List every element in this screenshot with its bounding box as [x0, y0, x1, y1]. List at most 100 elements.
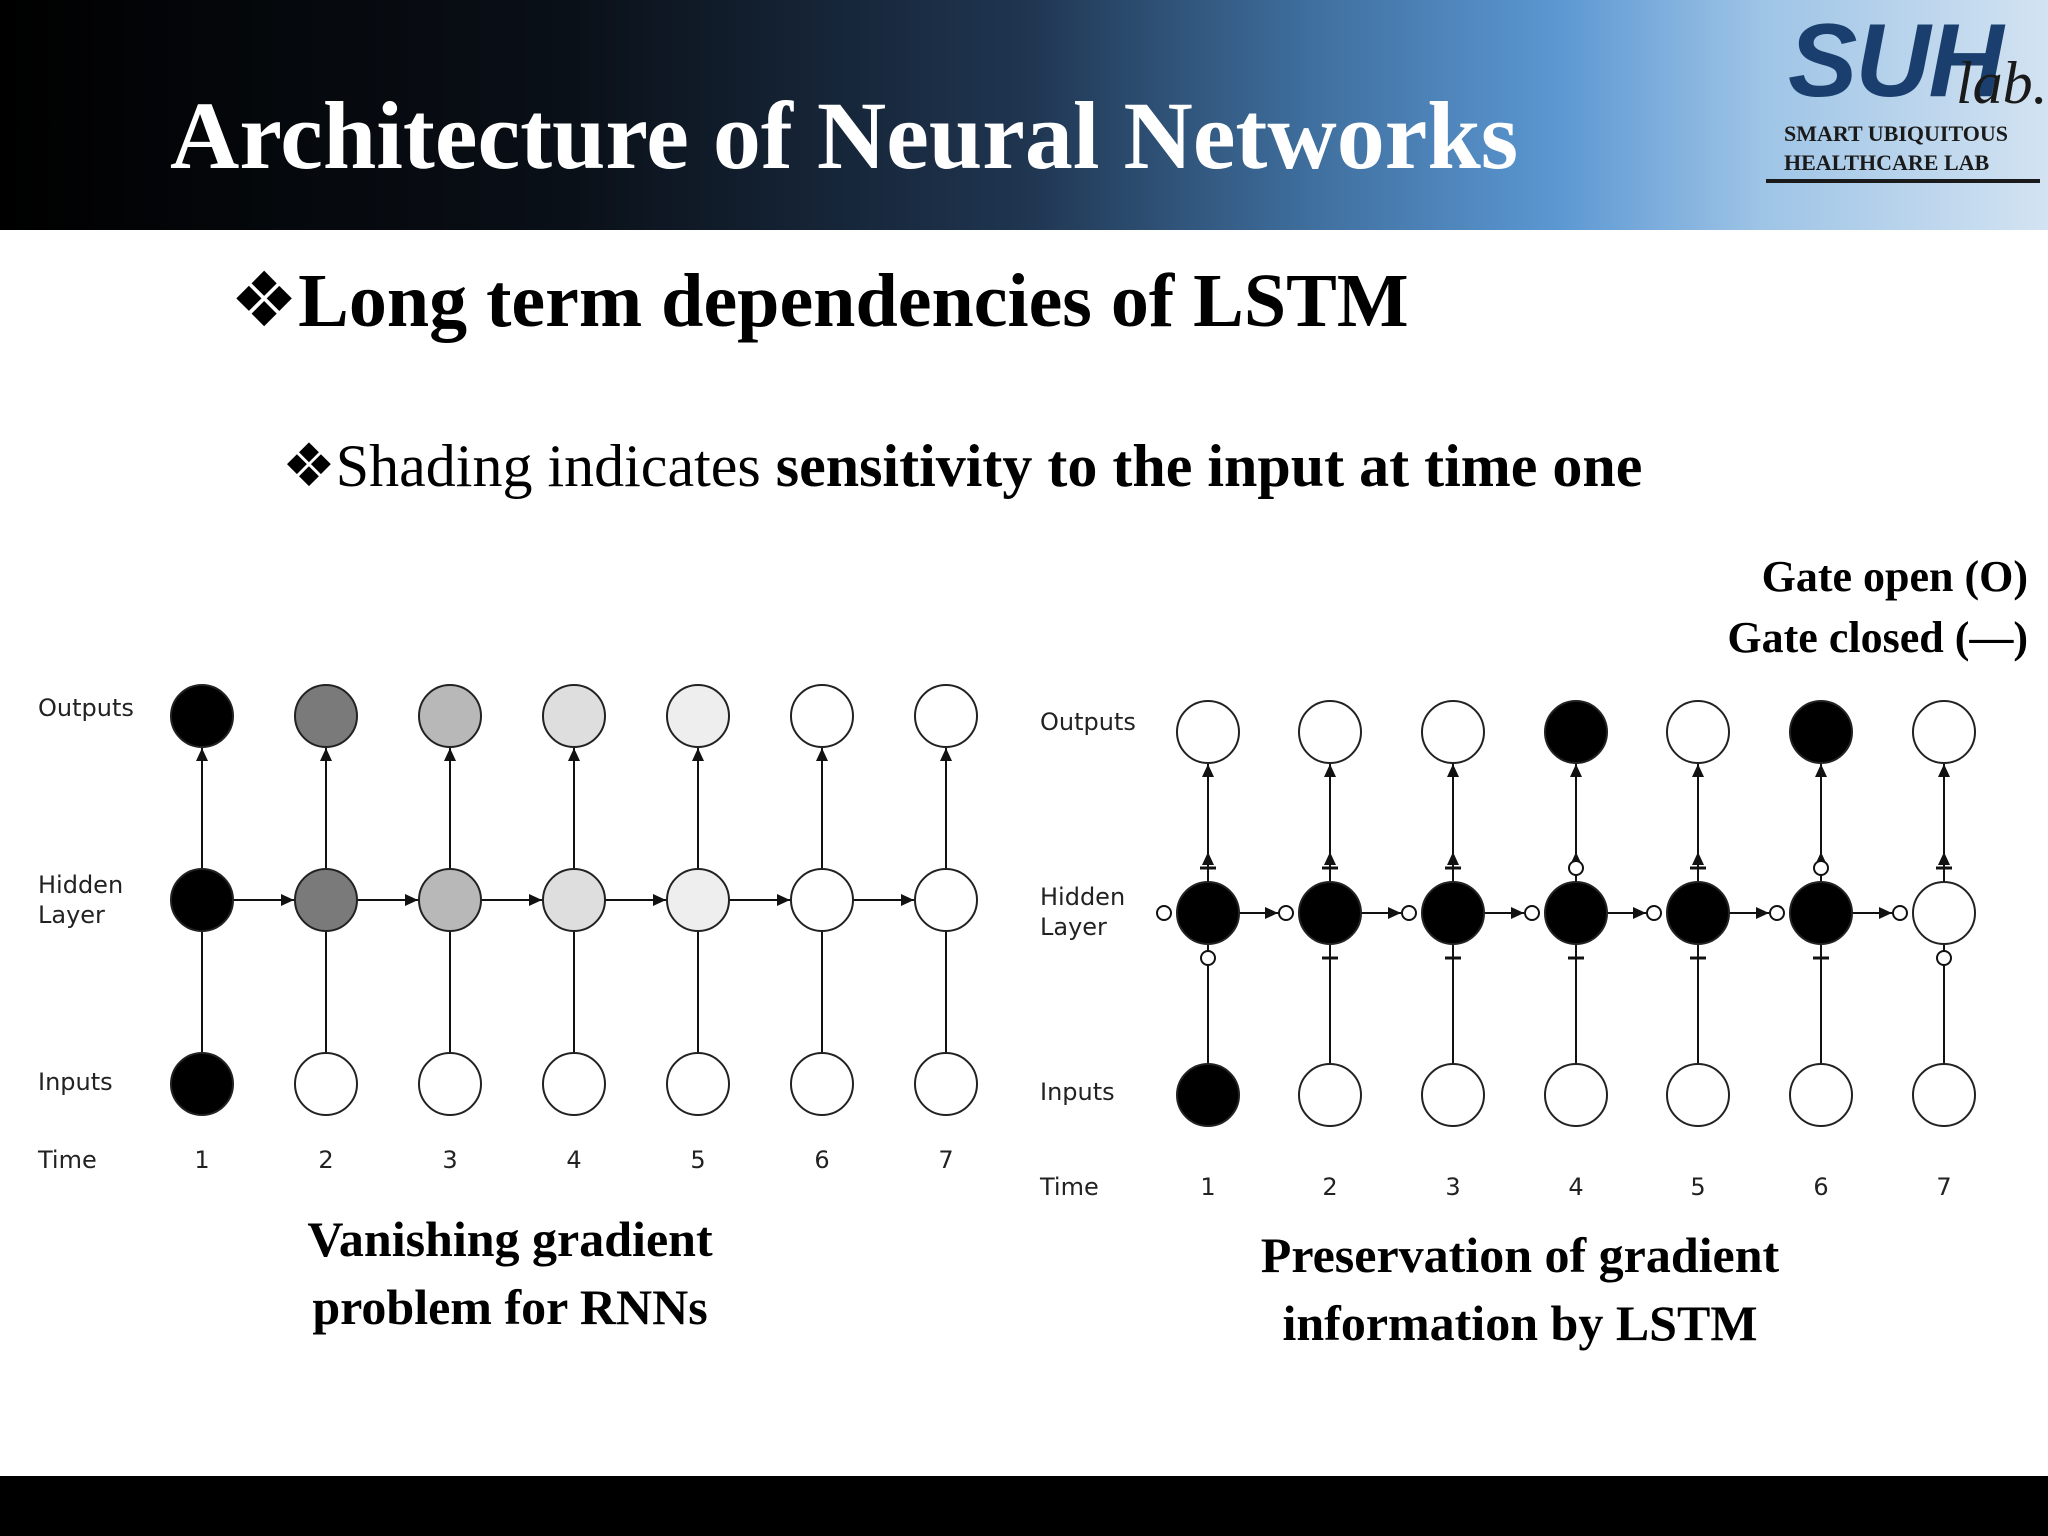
hidden-node	[170, 868, 234, 932]
rnn-caption-line1: Vanishing gradient	[307, 1211, 713, 1267]
hidden-to-output-arrow-head	[816, 748, 828, 761]
footer-bar	[0, 1476, 2048, 1536]
section-heading: ❖Long term dependencies of LSTM	[230, 262, 1409, 340]
hidden-to-output-arrow-head	[1692, 764, 1704, 777]
gate-open-icon	[1646, 905, 1662, 921]
row-label-outputs: Outputs	[38, 694, 134, 722]
output-node	[542, 684, 606, 748]
input-to-hidden-arrow-head	[1692, 852, 1704, 865]
hidden-to-output-arrow-head	[1202, 764, 1214, 777]
output-node	[1544, 700, 1608, 764]
recurrent-arrow-head	[281, 894, 294, 906]
time-step-label: 5	[1690, 1173, 1705, 1201]
section-heading-text: Long term dependencies of LSTM	[298, 259, 1409, 343]
recurrent-arrow-head	[405, 894, 418, 906]
recurrent-arrow-head	[777, 894, 790, 906]
hidden-node	[1544, 881, 1608, 945]
input-to-hidden-arrow-head	[1324, 852, 1336, 865]
gate-open-icon	[1936, 950, 1952, 966]
output-node	[1298, 700, 1362, 764]
output-node	[418, 684, 482, 748]
recurrent-arrow-head	[1388, 907, 1401, 919]
output-node	[294, 684, 358, 748]
time-step-label: 1	[194, 1146, 209, 1174]
legend-gate-closed: Gate closed (—)	[1727, 613, 2028, 662]
gate-open-icon	[1813, 860, 1829, 876]
logo-subtitle-line1: SMART UBIQUITOUS	[1784, 121, 2008, 146]
recurrent-arrow-head	[901, 894, 914, 906]
output-node	[1666, 700, 1730, 764]
output-node	[914, 684, 978, 748]
row-label-inputs: Inputs	[1040, 1078, 1115, 1106]
gate-open-icon	[1892, 905, 1908, 921]
input-node	[170, 1052, 234, 1116]
header-bar: Architecture of Neural Networks SUH lab.…	[0, 0, 2048, 230]
hidden-to-output-arrow-head	[444, 748, 456, 761]
time-step-label: 6	[814, 1146, 829, 1174]
input-node	[418, 1052, 482, 1116]
hidden-to-output-arrow-head	[1815, 764, 1827, 777]
input-node	[1912, 1063, 1976, 1127]
recurrent-arrow-head	[1756, 907, 1769, 919]
input-to-hidden-arrow-head	[1938, 852, 1950, 865]
time-step-label: 6	[1813, 1173, 1828, 1201]
output-node	[790, 684, 854, 748]
hidden-to-output-arrow-head	[940, 748, 952, 761]
hidden-node	[790, 868, 854, 932]
input-node	[1298, 1063, 1362, 1127]
time-step-label: 2	[318, 1146, 333, 1174]
diamond-bullet-icon: ❖	[230, 255, 299, 344]
logo-lab-script: lab.	[1956, 50, 2048, 116]
output-node	[666, 684, 730, 748]
hidden-node	[1666, 881, 1730, 945]
logo-wordmark: SUH	[1788, 3, 2004, 119]
input-node	[1421, 1063, 1485, 1127]
input-node	[1176, 1063, 1240, 1127]
row-label-layer: Layer	[38, 901, 105, 929]
row-label-time: Time	[1039, 1173, 1099, 1201]
lstm-caption-line2: information by LSTM	[1282, 1295, 1758, 1351]
input-to-hidden-arrow-head	[1447, 852, 1459, 865]
legend-gate-open: Gate open (O)	[1761, 552, 2028, 601]
time-step-label: 4	[1568, 1173, 1583, 1201]
input-to-hidden-arrow-head	[1202, 852, 1214, 865]
output-node	[1176, 700, 1240, 764]
row-label-hidden: Hidden	[1040, 883, 1125, 911]
input-node	[1544, 1063, 1608, 1127]
gate-open-icon	[1156, 905, 1172, 921]
input-node	[790, 1052, 854, 1116]
gate-open-icon	[1401, 905, 1417, 921]
lstm-caption-line1: Preservation of gradient	[1260, 1227, 1780, 1283]
logo-subtitle-line2: HEALTHCARE LAB	[1784, 150, 1990, 175]
recurrent-arrow-head	[653, 894, 666, 906]
time-step-label: 3	[442, 1146, 457, 1174]
row-label-time: Time	[37, 1146, 97, 1174]
output-node	[1789, 700, 1853, 764]
lstm-caption: Preservation of gradient information by …	[1120, 1221, 1920, 1357]
gate-open-icon	[1278, 905, 1294, 921]
output-node	[170, 684, 234, 748]
recurrent-arrow-head	[1633, 907, 1646, 919]
input-node	[1666, 1063, 1730, 1127]
gate-open-icon	[1524, 905, 1540, 921]
hidden-node	[1298, 881, 1362, 945]
row-label-outputs: Outputs	[1040, 708, 1136, 736]
output-node	[1421, 700, 1485, 764]
hidden-node	[294, 868, 358, 932]
time-step-label: 7	[938, 1146, 953, 1174]
suh-lab-logo: SUH lab. SMART UBIQUITOUS HEALTHCARE LAB	[1760, 9, 2048, 190]
input-node	[666, 1052, 730, 1116]
hidden-to-output-arrow-head	[1447, 764, 1459, 777]
time-step-label: 3	[1445, 1173, 1460, 1201]
hidden-node	[914, 868, 978, 932]
time-step-label: 1	[1200, 1173, 1215, 1201]
hidden-node	[1176, 881, 1240, 945]
hidden-to-output-arrow-head	[320, 748, 332, 761]
hidden-to-output-arrow-head	[1570, 764, 1582, 777]
hidden-node	[1789, 881, 1853, 945]
hidden-node	[666, 868, 730, 932]
time-step-label: 5	[690, 1146, 705, 1174]
gate-open-icon	[1200, 950, 1216, 966]
hidden-node	[1912, 881, 1976, 945]
